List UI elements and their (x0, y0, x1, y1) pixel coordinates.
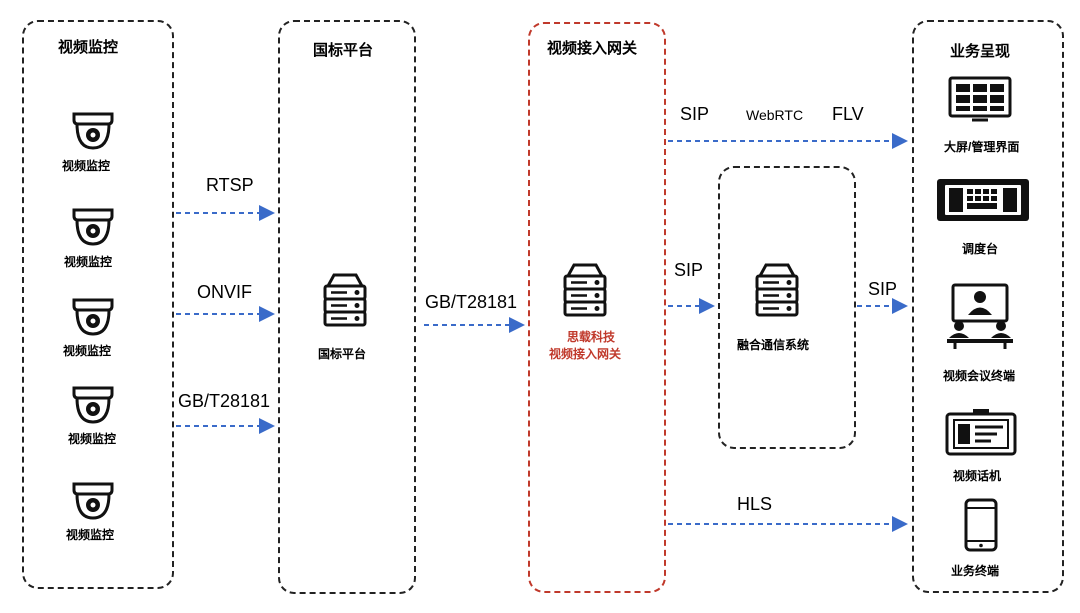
server-icon (755, 263, 799, 317)
proto-webrtc: WebRTC (746, 107, 804, 123)
terminal-label: 大屏/管理界面 (944, 140, 1020, 154)
proto-sip-right: SIP (868, 279, 898, 299)
gb-platform-label: 国标平台 (318, 347, 367, 361)
server-icon (563, 263, 607, 317)
video-conference-icon (947, 283, 1013, 349)
gateway-label-line2: 视频接入网关 (549, 347, 622, 361)
gb-platform-group (278, 20, 416, 594)
video-wall-icon (948, 76, 1012, 122)
terminal-label: 调度台 (962, 242, 999, 256)
camera-label: 视频监控 (62, 159, 111, 173)
camera-label: 视频监控 (68, 432, 117, 446)
dispatch-console-icon (937, 179, 1029, 221)
proto-onvif: ONVIF (197, 282, 253, 302)
camera-label: 视频监控 (64, 255, 113, 269)
camera-icon (72, 112, 114, 150)
fusion-group (718, 166, 856, 449)
mobile-phone-icon (964, 498, 998, 552)
gateway-group (528, 22, 666, 593)
camera-icon (72, 386, 114, 424)
video-phone-icon (945, 409, 1017, 456)
business-group (912, 20, 1064, 593)
camera-icon (72, 482, 114, 520)
terminal-label: 视频会议终端 (943, 369, 1016, 383)
proto-sip-top: SIP (680, 104, 710, 124)
gateway-label-line1: 思载科技 (567, 330, 616, 344)
monitoring-group (22, 20, 174, 589)
server-icon (323, 273, 367, 327)
camera-label: 视频监控 (66, 528, 115, 542)
business-title: 业务呈现 (950, 43, 1011, 60)
proto-hls: HLS (737, 494, 773, 514)
gateway-title: 视频接入网关 (547, 40, 638, 57)
fusion-label: 融合通信系统 (737, 338, 810, 352)
proto-sip-mid: SIP (674, 260, 704, 280)
proto-gb-left: GB/T28181 (178, 391, 271, 411)
camera-icon (72, 208, 114, 246)
monitoring-title: 视频监控 (58, 39, 119, 56)
proto-rtsp: RTSP (206, 175, 254, 195)
proto-gb-mid: GB/T28181 (425, 292, 518, 312)
camera-icon (72, 298, 114, 336)
terminal-label: 业务终端 (951, 564, 1000, 578)
gb-platform-title: 国标平台 (313, 42, 374, 59)
camera-label: 视频监控 (63, 344, 112, 358)
proto-flv: FLV (832, 104, 864, 124)
terminal-label: 视频话机 (953, 469, 1002, 483)
